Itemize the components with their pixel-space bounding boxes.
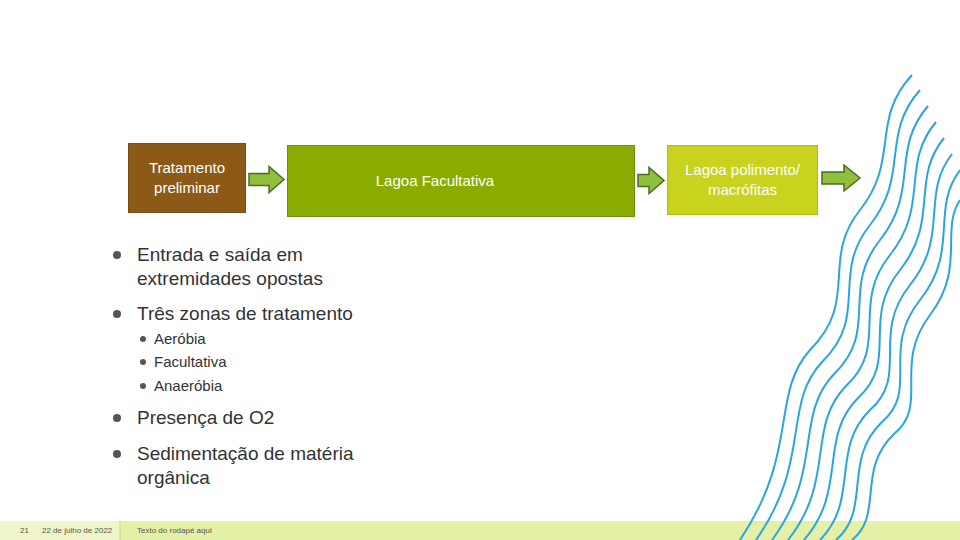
node-text: Lagoa polimento/ macrófitas: [676, 160, 809, 200]
bullet-text: Presença de O2: [137, 406, 437, 430]
bullet-dot: [140, 383, 146, 389]
bullet-text: Sedimentação de matéria orgânica: [137, 442, 382, 490]
bullet-dot: [113, 450, 121, 458]
node-text: Lagoa Facultativa: [376, 171, 494, 191]
arrow-shape: [638, 168, 664, 194]
bullet-dot: [140, 336, 146, 342]
flow-arrow: [638, 168, 664, 194]
bullet-text: Entrada e saída em extremidades opostas: [137, 243, 362, 291]
bullet-dot: [113, 251, 121, 259]
footer-text: Texto do rodapé aqui: [137, 526, 287, 536]
lagoon-box: Lagoa polimento/ macrófitas: [667, 145, 818, 215]
arrow-shape: [249, 167, 284, 193]
footer-left: [0, 521, 120, 540]
outflow-arrow: [822, 165, 860, 191]
flow-arrow: [249, 167, 284, 193]
bullet-text: Anaeróbia: [154, 376, 354, 396]
footer-divider: [120, 521, 121, 540]
node-text: Tratamento preliminar: [137, 158, 237, 198]
bullet-text: Aeróbia: [154, 329, 354, 349]
bullet-text: Três zonas de tratamento: [137, 302, 437, 326]
bullet-dot: [113, 414, 121, 422]
footer-text: 21: [20, 526, 40, 536]
process-box: Tratamento preliminar: [128, 143, 246, 213]
bullet-dot: [140, 359, 146, 365]
lagoon-box: Lagoa Facultativa: [287, 145, 635, 217]
bullet-dot: [113, 310, 121, 318]
bullet-text: Facultativa: [154, 352, 354, 372]
footer-text: 22 de julho de 2022: [42, 526, 118, 536]
